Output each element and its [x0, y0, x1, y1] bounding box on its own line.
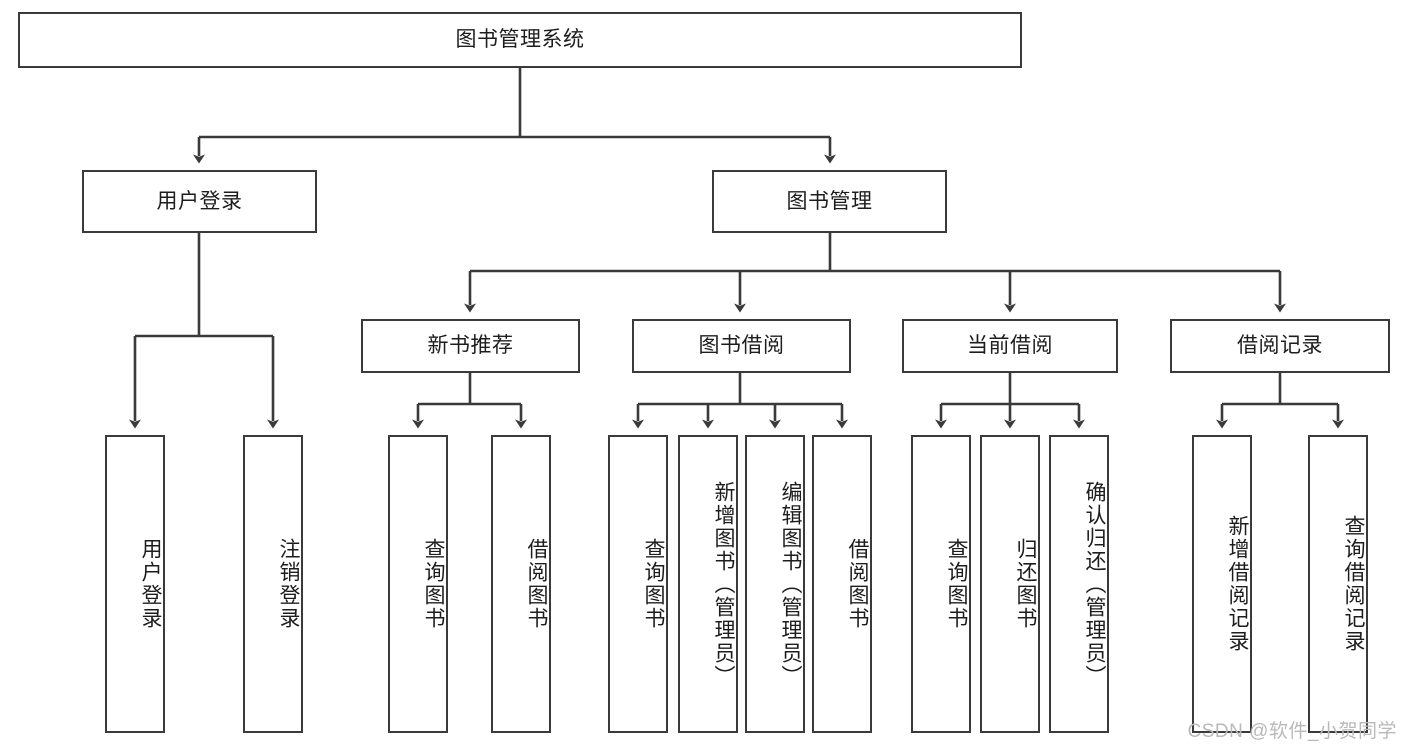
node-current-borrow[interactable]: 当前借阅: [902, 319, 1118, 373]
node-user-login[interactable]: 用户登录: [82, 170, 317, 233]
node-leaf-query-book-2[interactable]: 查询图书: [608, 435, 668, 733]
node-leaf-query-book-3[interactable]: 查询图书: [911, 435, 971, 733]
node-current-borrow-label: 当前借阅: [967, 334, 1053, 358]
node-leaf-add-book-label: 新增图书（管理员）: [712, 480, 735, 688]
node-new-book-recommend-label: 新书推荐: [427, 334, 514, 358]
node-leaf-query-book-1[interactable]: 查询图书: [388, 435, 448, 733]
node-leaf-borrow-book-1-label: 借阅图书: [525, 538, 548, 630]
node-user-login-label: 用户登录: [156, 189, 243, 213]
node-book-borrow[interactable]: 图书借阅: [632, 319, 851, 373]
node-leaf-confirm-return[interactable]: 确认归还（管理员）: [1049, 435, 1109, 733]
node-leaf-query-book-2-label: 查询图书: [642, 538, 665, 630]
node-root-label: 图书管理系统: [455, 28, 585, 52]
node-leaf-user-login-label: 用户登录: [139, 538, 162, 630]
node-book-management[interactable]: 图书管理: [712, 170, 947, 233]
node-leaf-query-record-label: 查询借阅记录: [1342, 515, 1365, 653]
node-leaf-borrow-book-2-label: 借阅图书: [846, 538, 869, 630]
node-leaf-logout-label: 注销登录: [277, 538, 300, 630]
node-leaf-logout[interactable]: 注销登录: [243, 435, 303, 733]
node-leaf-confirm-return-label: 确认归还（管理员）: [1083, 480, 1106, 688]
node-leaf-borrow-book-2[interactable]: 借阅图书: [812, 435, 872, 733]
node-borrow-record[interactable]: 借阅记录: [1170, 319, 1390, 373]
node-new-book-recommend[interactable]: 新书推荐: [361, 319, 580, 373]
node-leaf-query-book-3-label: 查询图书: [945, 538, 968, 630]
node-leaf-edit-book[interactable]: 编辑图书（管理员）: [745, 435, 805, 733]
node-borrow-record-label: 借阅记录: [1237, 334, 1323, 358]
node-leaf-return-book-label: 归还图书: [1014, 538, 1037, 630]
node-root[interactable]: 图书管理系统: [18, 12, 1022, 68]
node-leaf-borrow-book-1[interactable]: 借阅图书: [491, 435, 551, 733]
node-leaf-return-book[interactable]: 归还图书: [980, 435, 1040, 733]
node-leaf-add-book[interactable]: 新增图书（管理员）: [678, 435, 738, 733]
node-book-borrow-label: 图书借阅: [698, 334, 785, 358]
node-leaf-edit-book-label: 编辑图书（管理员）: [779, 480, 802, 688]
node-leaf-user-login[interactable]: 用户登录: [105, 435, 165, 733]
node-leaf-query-record[interactable]: 查询借阅记录: [1308, 435, 1368, 733]
node-leaf-add-record-label: 新增借阅记录: [1226, 515, 1249, 653]
node-leaf-add-record[interactable]: 新增借阅记录: [1192, 435, 1252, 733]
node-book-management-label: 图书管理: [786, 189, 873, 213]
node-leaf-query-book-1-label: 查询图书: [422, 538, 445, 630]
